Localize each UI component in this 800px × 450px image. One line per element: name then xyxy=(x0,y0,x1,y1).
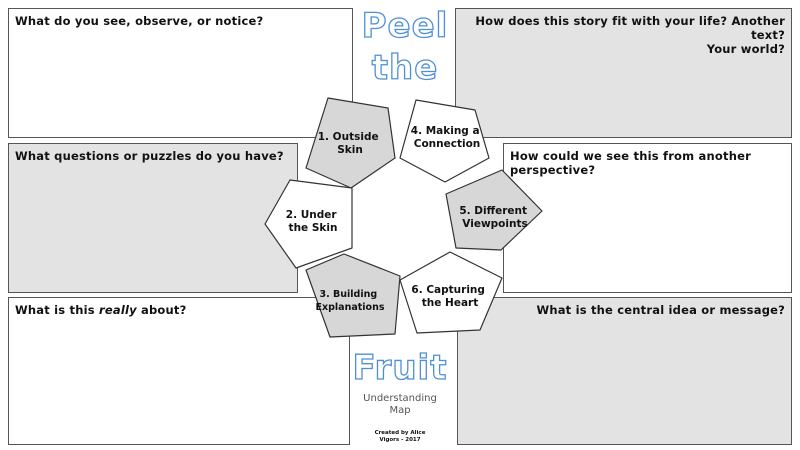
connect-prompt: How does this story fit with your life? … xyxy=(456,14,785,56)
step-2-label: 2. Under the Skin xyxy=(286,209,340,234)
observe-box: What do you see, observe, or notice? xyxy=(8,8,353,138)
central-prompt: What is the central idea or message? xyxy=(536,303,785,317)
title-word-peel: Peel xyxy=(361,5,449,46)
title-word-fruit: Fruit xyxy=(352,347,448,388)
step-5-label: 5. Different Viewpoints xyxy=(459,205,530,230)
perspective-prompt: How could we see this from another persp… xyxy=(510,149,751,177)
step-4-label: 4. Making a Connection xyxy=(411,125,483,150)
pentagon-6 xyxy=(399,251,503,334)
pentagon-4 xyxy=(399,99,490,183)
subtitle: Understanding Map xyxy=(363,393,437,416)
pentagon-3 xyxy=(305,253,401,338)
pentagon-5 xyxy=(445,169,543,251)
perspective-box: How could we see this from another persp… xyxy=(503,143,792,293)
connect-box: How does this story fit with your life? … xyxy=(455,8,792,138)
questions-box: What questions or puzzles do you have? xyxy=(8,143,298,293)
pentagon-1 xyxy=(305,97,396,189)
central-box: What is the central idea or message? xyxy=(457,297,792,445)
title-word-the: the xyxy=(371,47,439,88)
connect-prompt-line2: Your world? xyxy=(706,42,785,56)
about-box: What is this really about? xyxy=(8,297,350,445)
step-3-label: 3. Building Explanations xyxy=(315,289,384,313)
credit: Created by Alice Vigors - 2017 xyxy=(374,430,426,443)
step-1-label: 1. Outside Skin xyxy=(318,131,383,156)
observe-prompt: What do you see, observe, or notice? xyxy=(15,14,264,28)
pentagon-2 xyxy=(264,179,353,269)
about-prompt: What is this really about? xyxy=(15,303,187,317)
questions-prompt: What questions or puzzles do you have? xyxy=(15,149,284,163)
step-6-label: 6. Capturing the Heart xyxy=(411,284,488,309)
connect-prompt-line1: How does this story fit with your life? … xyxy=(475,14,785,42)
